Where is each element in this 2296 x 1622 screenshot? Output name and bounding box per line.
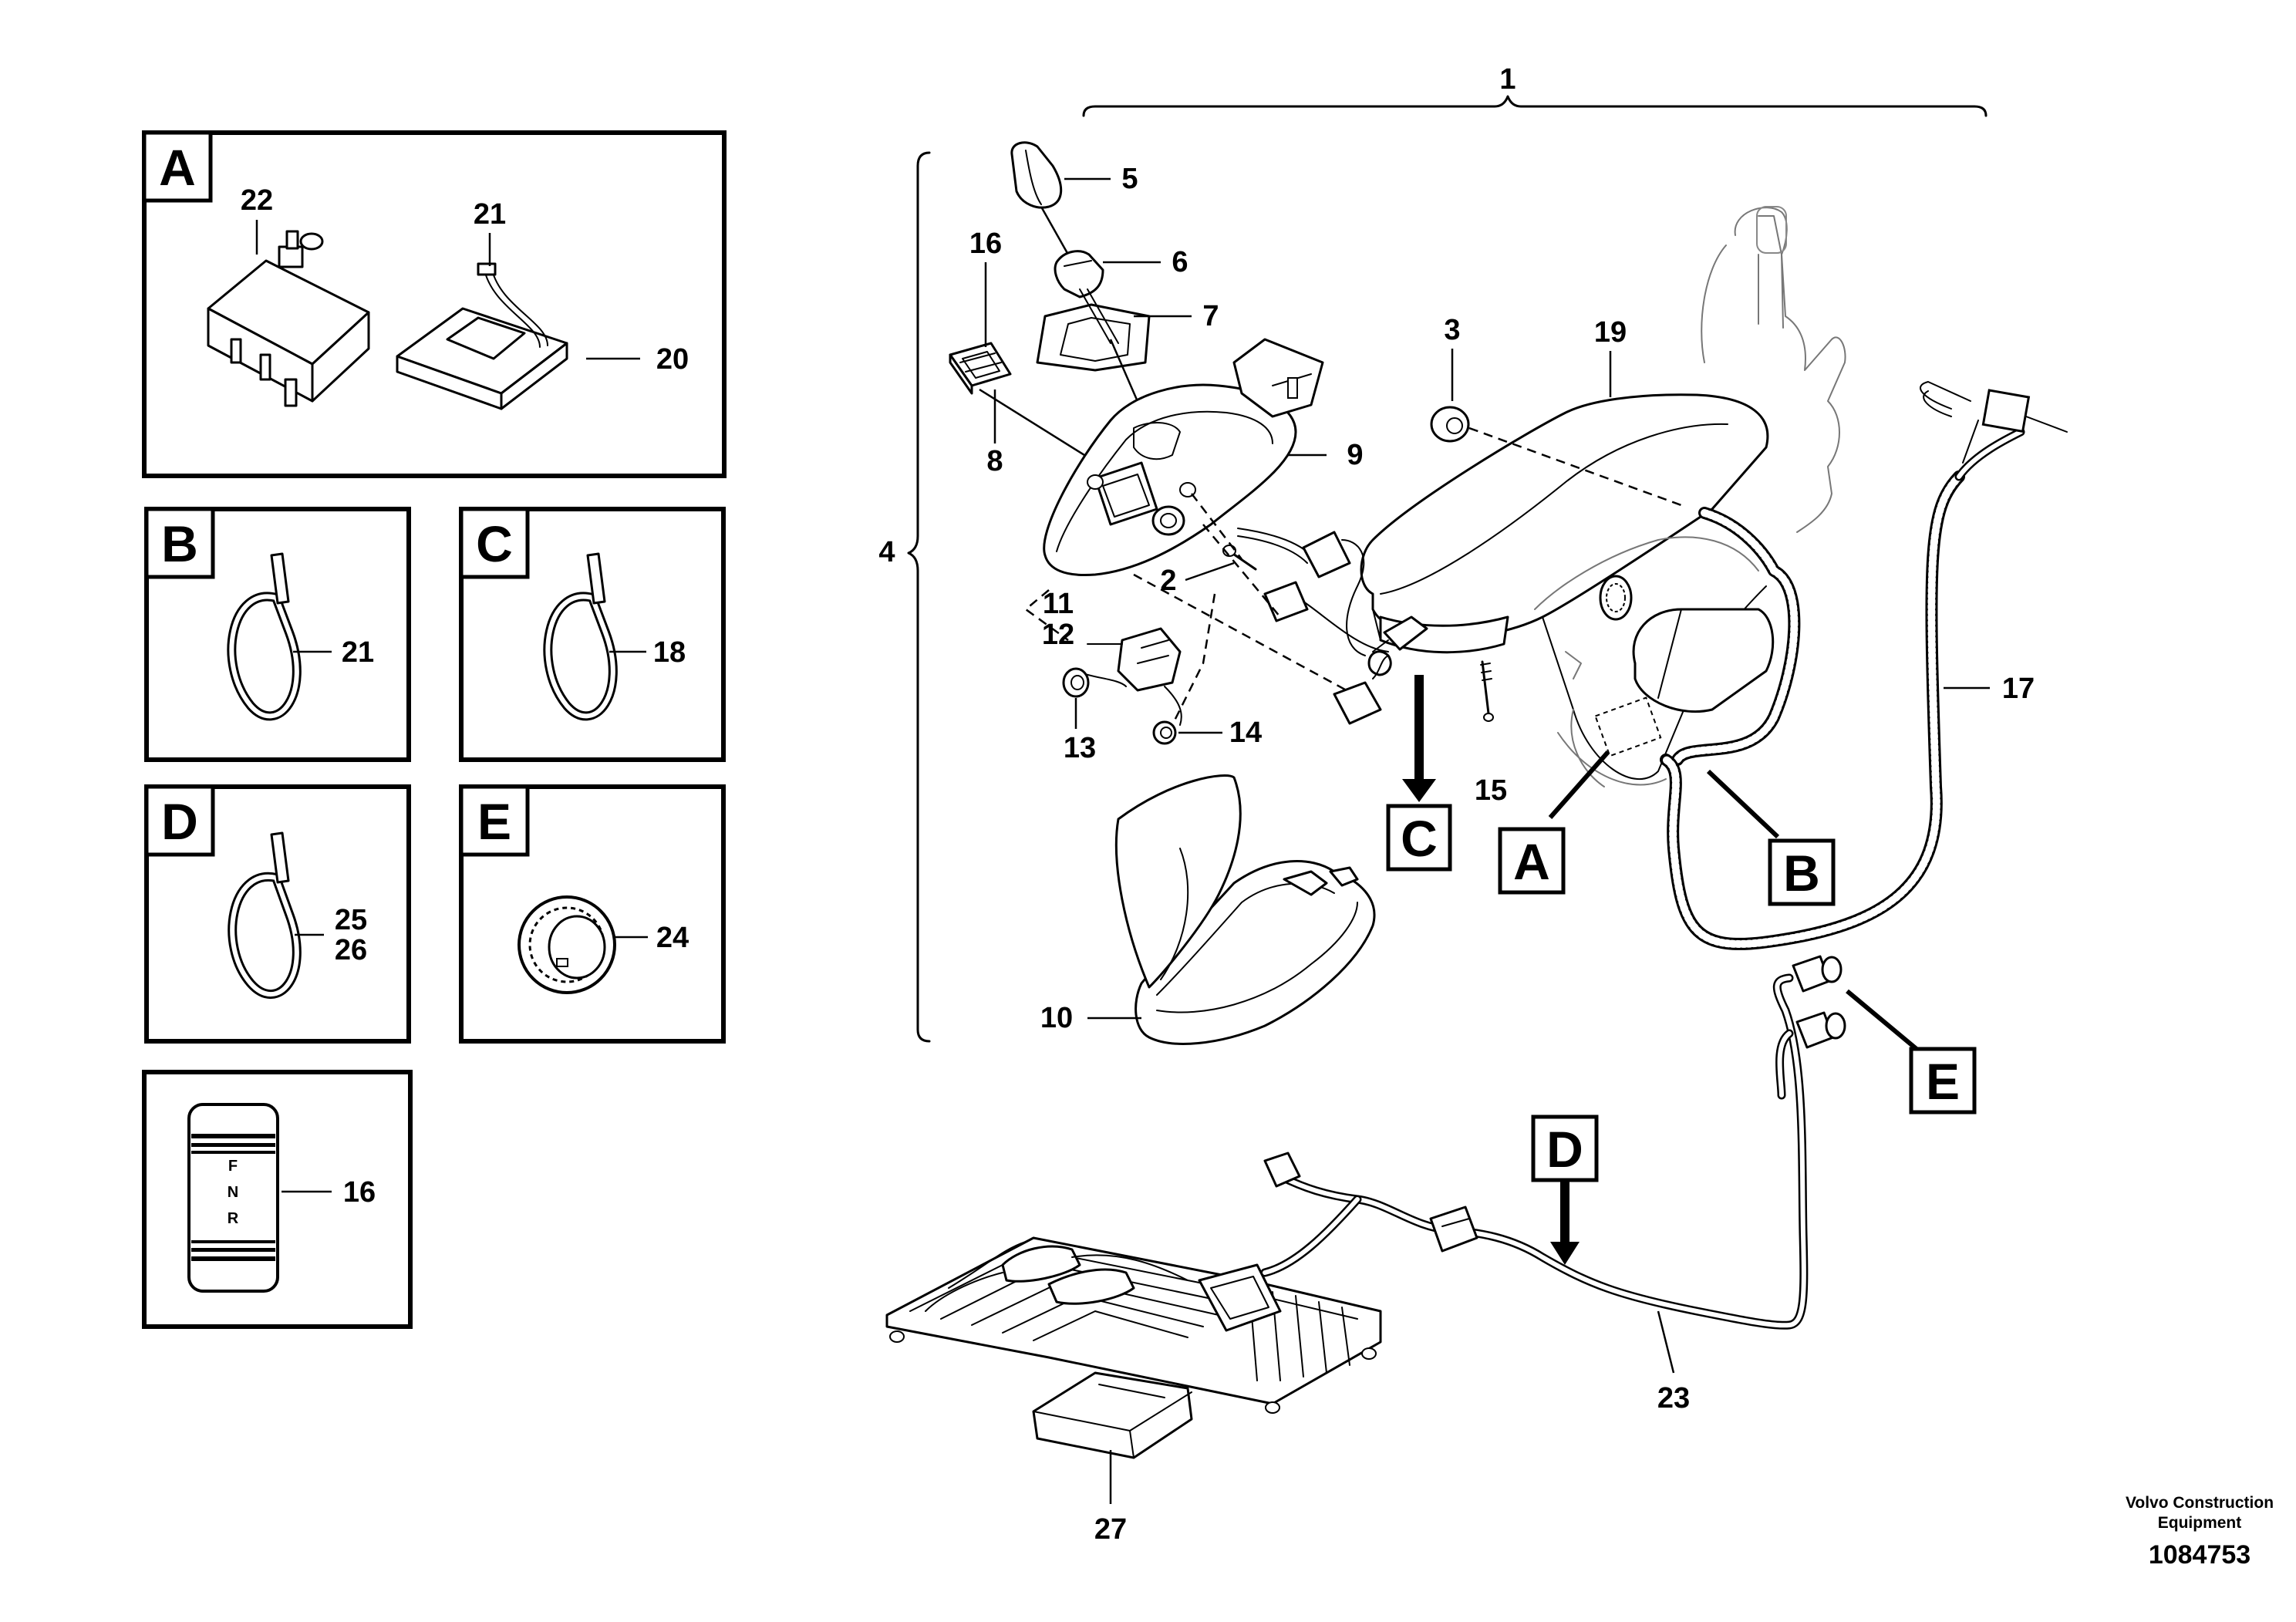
label-1: 1 [1499, 63, 1515, 96]
label-27: 27 [1094, 1513, 1127, 1546]
detail-letter-a: A [159, 139, 196, 196]
detail-letter-e: E [477, 793, 511, 850]
callout-b: B [1706, 769, 1836, 906]
relay-switch-drawing [207, 230, 370, 407]
cable-tie-drawing [543, 552, 618, 721]
label-13: 13 [1064, 732, 1096, 764]
callout-d: D [1531, 1114, 1599, 1265]
connector-11-12 [1075, 627, 1182, 726]
detail-box-d: D 25 26 [144, 784, 411, 1044]
label-5: 5 [1121, 163, 1138, 195]
hose-17 [1660, 381, 2068, 950]
detail-box-e: E 24 [459, 784, 726, 1044]
assembly-bracket-4 [907, 151, 931, 1043]
label-4: 4 [878, 536, 895, 568]
label-21-a: 21 [474, 198, 506, 231]
label-11: 11 [1043, 588, 1074, 620]
label-19: 19 [1594, 316, 1627, 349]
grommet-3 [1430, 406, 1470, 443]
ecu-27 [885, 1236, 1382, 1459]
label-23: 23 [1657, 1382, 1690, 1415]
control-panel-9 [1043, 338, 1324, 577]
cable-tie-drawing [227, 552, 302, 721]
footer-company-line2: Equipment [2158, 1514, 2242, 1532]
label-14: 14 [1229, 717, 1262, 749]
callout-e: E [1846, 989, 1977, 1114]
callout-letter-e: E [1926, 1053, 1960, 1110]
callout-letter-a: A [1513, 833, 1550, 890]
label-7: 7 [1202, 300, 1219, 332]
label-3: 3 [1444, 314, 1460, 346]
label-21-b: 21 [342, 636, 374, 669]
callout-letter-d: D [1546, 1121, 1583, 1178]
callout-letter-c: C [1401, 810, 1438, 867]
callout-a: A [1498, 750, 1610, 895]
label-2: 2 [1160, 565, 1176, 597]
switch-legend-f: F [228, 1158, 238, 1175]
knob-5 [1010, 141, 1063, 209]
detail-box-a: A 22 21 20 [142, 130, 727, 478]
label-18: 18 [653, 636, 686, 669]
screw-15 [1480, 660, 1494, 722]
knob-6 [1054, 250, 1104, 298]
figure-number: 1084753 [2149, 1540, 2250, 1570]
label-24: 24 [656, 922, 689, 954]
label-6: 6 [1172, 246, 1188, 278]
detail-letter-b: B [161, 515, 198, 572]
label-16-switch: 16 [343, 1176, 376, 1209]
label-26: 26 [335, 934, 367, 966]
switch-legend-r: R [228, 1210, 239, 1227]
label-12: 12 [1042, 619, 1074, 651]
switch-legend-n: N [228, 1184, 238, 1201]
fnr-switch-drawing [187, 1103, 279, 1293]
detail-letter-c: C [476, 515, 513, 572]
callout-letter-b: B [1783, 845, 1820, 902]
boot-7 [1036, 288, 1151, 372]
lamp-14 [1152, 720, 1177, 745]
label-25: 25 [335, 904, 367, 936]
label-17: 17 [2002, 673, 2035, 705]
detail-box-switch: F N R 16 [142, 1070, 413, 1329]
label-10: 10 [1040, 1002, 1073, 1034]
rocker-switch-16 [949, 342, 1012, 395]
label-15: 15 [1475, 774, 1507, 807]
detail-letter-d: D [161, 793, 198, 850]
cable-tie-drawing [228, 831, 302, 999]
callout-c: C [1386, 675, 1452, 872]
panel-wiring [1133, 524, 1428, 725]
detail-box-b: B 21 [144, 507, 411, 762]
connector-nut-drawing [518, 895, 616, 994]
label-16: 16 [969, 228, 1002, 260]
label-22: 22 [241, 184, 273, 217]
label-8: 8 [986, 445, 1003, 477]
footer-company-line1: Volvo Construction [2126, 1494, 2274, 1512]
label-9: 9 [1347, 439, 1363, 471]
bezel-10 [1114, 774, 1376, 1045]
assembly-bracket-1 [1082, 95, 1988, 117]
label-20: 20 [656, 343, 689, 376]
detail-box-c: C 18 [459, 507, 726, 762]
harness-23 [1260, 955, 1846, 1330]
joystick-column-background [1701, 206, 1846, 533]
cable-tie-mount-drawing [396, 262, 568, 410]
lamp-13 [1062, 667, 1090, 698]
